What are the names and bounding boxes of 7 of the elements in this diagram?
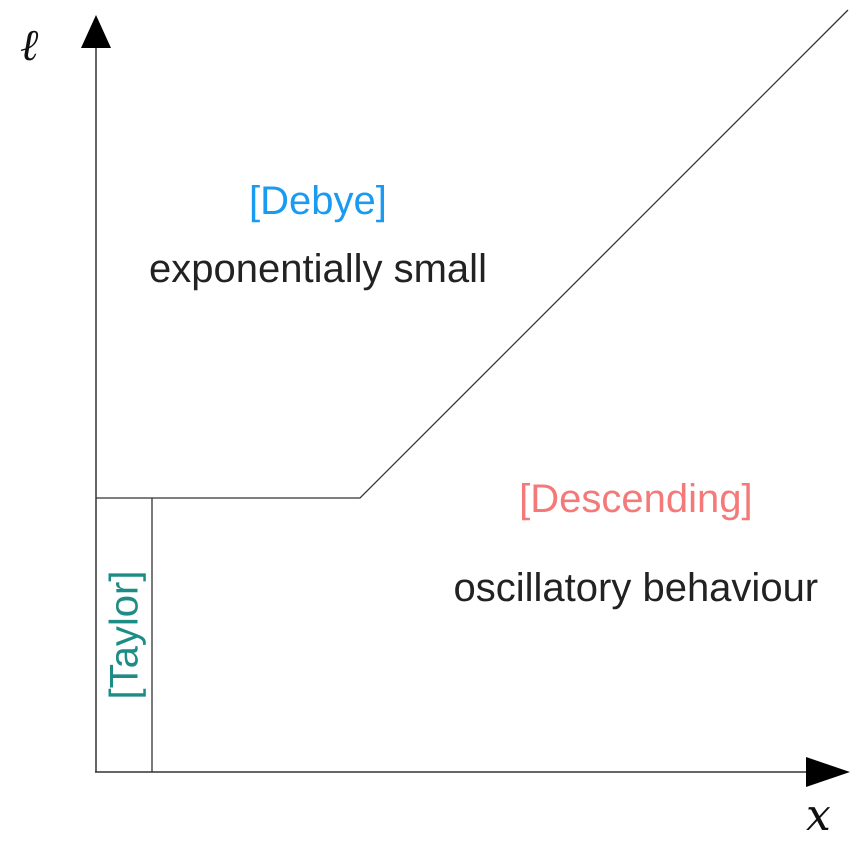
region-title: [Taylor] <box>100 570 147 700</box>
x-axis-label: x <box>806 790 831 841</box>
region-description: oscillatory behaviour <box>454 565 818 611</box>
region-title: [Descending] <box>518 476 754 522</box>
region-title: [Debye] <box>248 178 388 224</box>
y-axis-label: ℓ <box>20 20 38 71</box>
region-description: exponentially small <box>149 246 487 292</box>
